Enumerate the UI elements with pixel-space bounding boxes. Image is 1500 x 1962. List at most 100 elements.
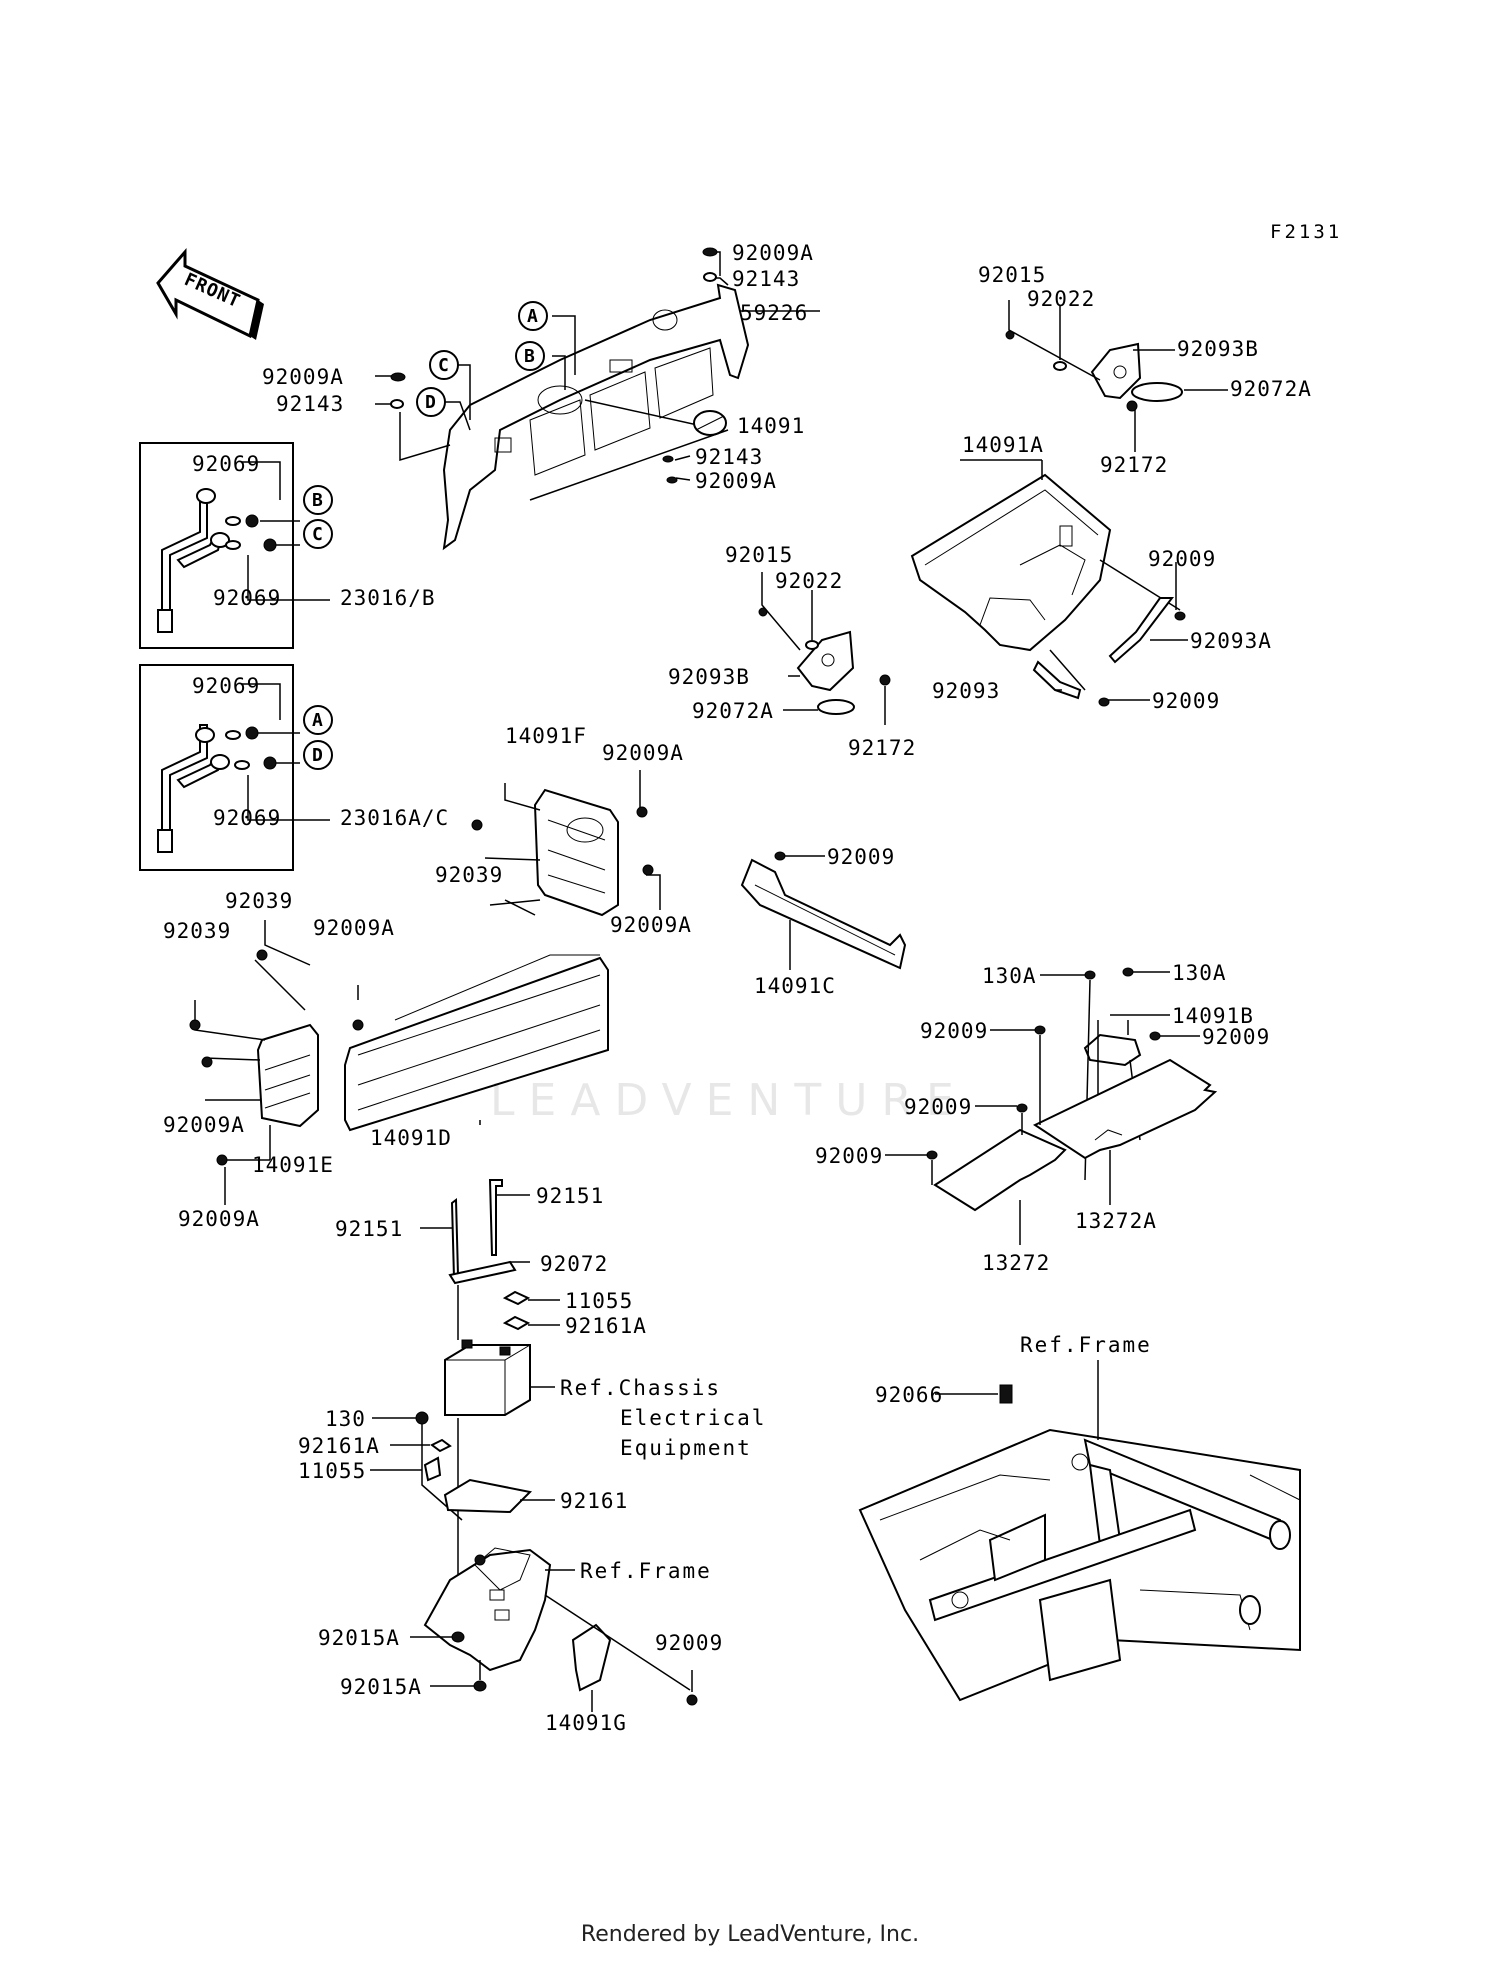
cover-14091B bbox=[1083, 1033, 1142, 1067]
label-92069-2: 92069 bbox=[213, 586, 281, 610]
svg-text:D: D bbox=[425, 392, 437, 413]
label-92009-6: 92009 bbox=[904, 1095, 972, 1119]
label-92069-4: 92069 bbox=[213, 806, 281, 830]
label-92039-3: 92039 bbox=[163, 919, 231, 943]
label-92009A-8: 92009A bbox=[178, 1207, 260, 1231]
label-92093A: 92093A bbox=[1190, 629, 1272, 653]
plate-13272 bbox=[933, 1128, 1067, 1212]
label-92093: 92093 bbox=[932, 679, 1000, 703]
rod-92093 bbox=[1032, 660, 1082, 700]
label-92143-2: 92143 bbox=[276, 392, 344, 416]
label-92072A-2: 92072A bbox=[692, 699, 774, 723]
pad-92161A-2 bbox=[430, 1438, 452, 1453]
label-92009-3: 92009 bbox=[827, 845, 895, 869]
label-92009-8: 92009 bbox=[655, 1631, 723, 1655]
marker-circle-C-2: C bbox=[303, 519, 333, 549]
label-92151-2: 92151 bbox=[335, 1217, 403, 1241]
svg-text:C: C bbox=[438, 355, 450, 376]
svg-text:B: B bbox=[312, 490, 324, 511]
tray-14091A bbox=[910, 473, 1112, 652]
dash-panel-59226 bbox=[442, 283, 750, 551]
label-92009A-2: 92009A bbox=[262, 365, 344, 389]
figure-code: F2131 bbox=[1270, 221, 1342, 243]
ref-frame-2: Ref.Frame bbox=[1020, 1333, 1152, 1357]
watermark: LEADVENTURE bbox=[490, 1075, 968, 1126]
label-92151-1: 92151 bbox=[536, 1184, 604, 1208]
guard-14091F bbox=[533, 788, 619, 917]
label-92161A-1: 92161A bbox=[565, 1314, 647, 1338]
label-14091C: 14091C bbox=[754, 974, 836, 998]
guard-14091E bbox=[256, 1023, 319, 1128]
label-92039-2: 92039 bbox=[225, 889, 293, 913]
label-59226: 59226 bbox=[740, 301, 808, 325]
bracket-92093B-top bbox=[1090, 342, 1142, 400]
label-92161A-2: 92161A bbox=[298, 1434, 380, 1458]
label-92015-1: 92015 bbox=[978, 263, 1046, 287]
svg-text:C: C bbox=[312, 524, 324, 545]
label-92143-1: 92143 bbox=[732, 267, 800, 291]
label-92172-1: 92172 bbox=[1100, 453, 1168, 477]
svg-text:D: D bbox=[312, 745, 324, 766]
frame-assembly bbox=[858, 1428, 1301, 1702]
mat-92161 bbox=[443, 1478, 533, 1514]
pad-92161A bbox=[502, 1315, 531, 1331]
battery-rods bbox=[448, 1179, 517, 1285]
footer-credit: Rendered by LeadVenture, Inc. bbox=[580, 1922, 920, 1947]
label-92022-1: 92022 bbox=[1027, 287, 1095, 311]
label-14091: 14091 bbox=[737, 414, 805, 438]
label-92009-5: 92009 bbox=[1202, 1025, 1270, 1049]
marker-circle-B-2: B bbox=[303, 485, 333, 515]
ref-chassis-1: Ref.Chassis bbox=[560, 1376, 721, 1400]
label-92009A-3: 92009A bbox=[695, 469, 777, 493]
label-92069-3: 92069 bbox=[192, 674, 260, 698]
marker-circle-A-2: A bbox=[303, 705, 333, 735]
label-92009A-4: 92009A bbox=[602, 741, 684, 765]
label-92015A-1: 92015A bbox=[318, 1626, 400, 1650]
label-14091A: 14091A bbox=[962, 433, 1044, 457]
label-92009A-5: 92009A bbox=[610, 913, 692, 937]
label-92009A-7: 92009A bbox=[163, 1113, 245, 1137]
label-92093B-2: 92093B bbox=[668, 665, 750, 689]
label-11055-2: 11055 bbox=[298, 1459, 366, 1483]
svg-text:B: B bbox=[524, 346, 536, 367]
frame-tray-bottom bbox=[423, 1547, 552, 1672]
label-14091B: 14091B bbox=[1172, 1004, 1254, 1028]
label-13272A: 13272A bbox=[1075, 1209, 1157, 1233]
label-23016AC: 23016A/C bbox=[340, 806, 449, 830]
label-92093B-1: 92093B bbox=[1177, 337, 1259, 361]
label-92009-7: 92009 bbox=[815, 1144, 883, 1168]
label-92161: 92161 bbox=[560, 1489, 628, 1513]
label-13272: 13272 bbox=[982, 1251, 1050, 1275]
plate-13272A bbox=[1032, 1058, 1218, 1160]
label-92009-1: 92009 bbox=[1148, 547, 1216, 571]
label-92066: 92066 bbox=[875, 1383, 943, 1407]
guard-14091C bbox=[740, 858, 907, 970]
label-92072A-1: 92072A bbox=[1230, 377, 1312, 401]
label-92009-2: 92009 bbox=[1152, 689, 1220, 713]
label-92072: 92072 bbox=[540, 1252, 608, 1276]
ref-chassis-3: Equipment bbox=[620, 1436, 752, 1460]
marker-circle-B: B bbox=[515, 341, 545, 371]
front-arrow-icon: FRONT bbox=[156, 247, 264, 340]
spacer-11055-2 bbox=[423, 1456, 442, 1482]
spacer-11055 bbox=[502, 1290, 531, 1306]
label-92009-4: 92009 bbox=[920, 1019, 988, 1043]
clip-92066 bbox=[999, 1384, 1013, 1404]
ref-chassis-2: Electrical bbox=[620, 1406, 766, 1430]
label-14091E: 14091E bbox=[252, 1153, 334, 1177]
label-92015A-2: 92015A bbox=[340, 1675, 422, 1699]
label-23016B: 23016/B bbox=[340, 586, 436, 610]
marker-circle-C: C bbox=[429, 350, 459, 380]
bracket-92093B-mid bbox=[796, 630, 855, 692]
label-14091F: 14091F bbox=[505, 724, 587, 748]
marker-circle-A: A bbox=[518, 301, 548, 331]
label-92039-1: 92039 bbox=[435, 863, 503, 887]
label-92009A-1: 92009A bbox=[732, 241, 814, 265]
label-130: 130 bbox=[325, 1407, 366, 1431]
label-92069-1: 92069 bbox=[192, 452, 260, 476]
svg-text:A: A bbox=[312, 710, 324, 731]
label-14091G: 14091G bbox=[545, 1711, 627, 1735]
label-92143-3: 92143 bbox=[695, 445, 763, 469]
bracket-14091G bbox=[571, 1623, 612, 1692]
